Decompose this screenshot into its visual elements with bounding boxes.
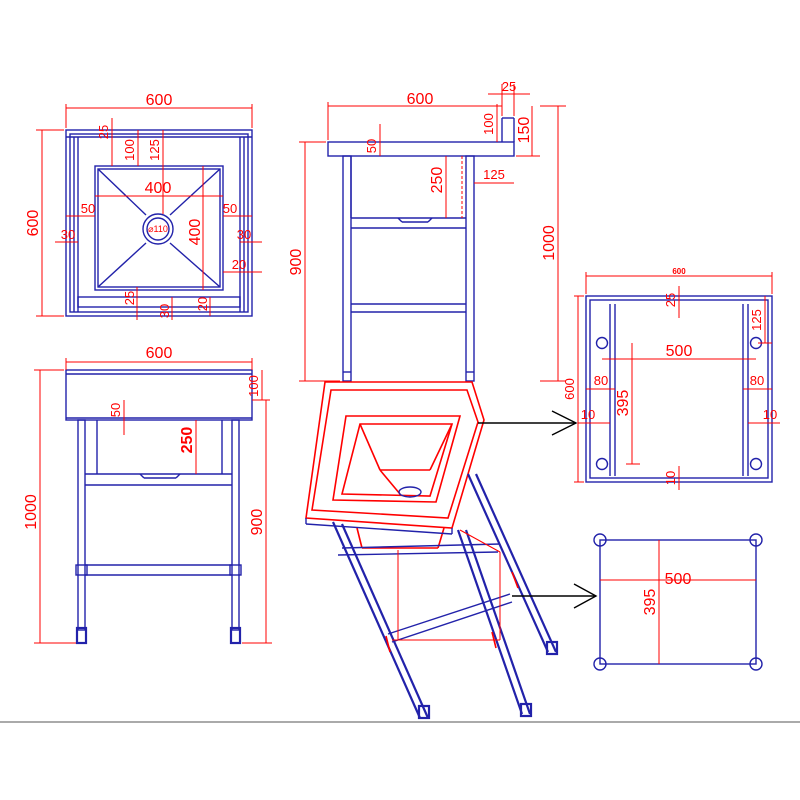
top-bottom-30-label: 30 (157, 304, 172, 318)
leg-frame-view: 500 395 (593, 533, 763, 671)
frame-395-label: 395 (642, 589, 659, 616)
top-bottom-20-label: 20 (195, 297, 210, 311)
top-back-25-label: 25 (96, 125, 111, 139)
top-view: ⌀110 600 600 400 400 25 100 125 50 50 30… (25, 92, 262, 320)
bottom-395-label: 395 (615, 390, 632, 417)
bottom-10-label: 10 (663, 471, 678, 485)
top-height-label: 600 (25, 210, 42, 237)
front-900-label: 900 (249, 509, 266, 536)
top-125-label: 125 (147, 139, 162, 161)
drain-diameter-label: ⌀110 (148, 224, 168, 234)
bottom-125-label: 125 (749, 309, 764, 331)
top-right-20-label: 20 (232, 257, 246, 272)
top-left-30-label: 30 (61, 227, 75, 242)
side-25-label: 25 (502, 79, 516, 94)
bowl-width-label: 400 (145, 180, 172, 197)
side-900-label: 900 (288, 249, 305, 276)
bottom-25-label: 25 (663, 293, 678, 307)
bottom-right-10-label: 10 (763, 407, 777, 422)
front-1000-label: 1000 (23, 494, 40, 530)
front-100-label: 100 (246, 375, 261, 397)
isometric-view (305, 381, 559, 720)
side-view: 600 25 100 150 50 250 125 900 1000 (288, 79, 566, 382)
top-right-30-label: 30 (237, 227, 251, 242)
bowl-height-label: 400 (187, 219, 204, 246)
top-right-50-label: 50 (223, 201, 237, 216)
bottom-height-label: 600 (562, 378, 577, 400)
bottom-500-label: 500 (666, 343, 693, 360)
side-1000-label: 1000 (541, 225, 558, 261)
top-width-label: 600 (146, 92, 173, 109)
side-50-label: 50 (364, 139, 379, 153)
bottom-left-80-label: 80 (594, 373, 608, 388)
top-bottom-25-label: 25 (122, 291, 137, 305)
front-50-label: 50 (108, 403, 123, 417)
bottom-right-80-label: 80 (750, 373, 764, 388)
side-100-label: 100 (481, 113, 496, 135)
side-125-label: 125 (483, 167, 505, 182)
bottom-left-10-label: 10 (581, 407, 595, 422)
side-250-label: 250 (429, 167, 446, 194)
bottom-view: 600 25 125 500 80 80 395 10 10 10 600 (562, 267, 780, 490)
frame-500-label: 500 (665, 571, 692, 588)
callout-arrows (478, 410, 598, 609)
top-left-50-label: 50 (81, 201, 95, 216)
side-width-label: 600 (407, 91, 434, 108)
bottom-width-label: 600 (672, 267, 686, 276)
side-150-label: 150 (516, 117, 533, 144)
front-view: 600 100 50 250 1000 900 (23, 345, 272, 645)
front-250-label: 250 (179, 427, 196, 454)
top-100-label: 100 (122, 139, 137, 161)
front-width-label: 600 (146, 345, 173, 362)
